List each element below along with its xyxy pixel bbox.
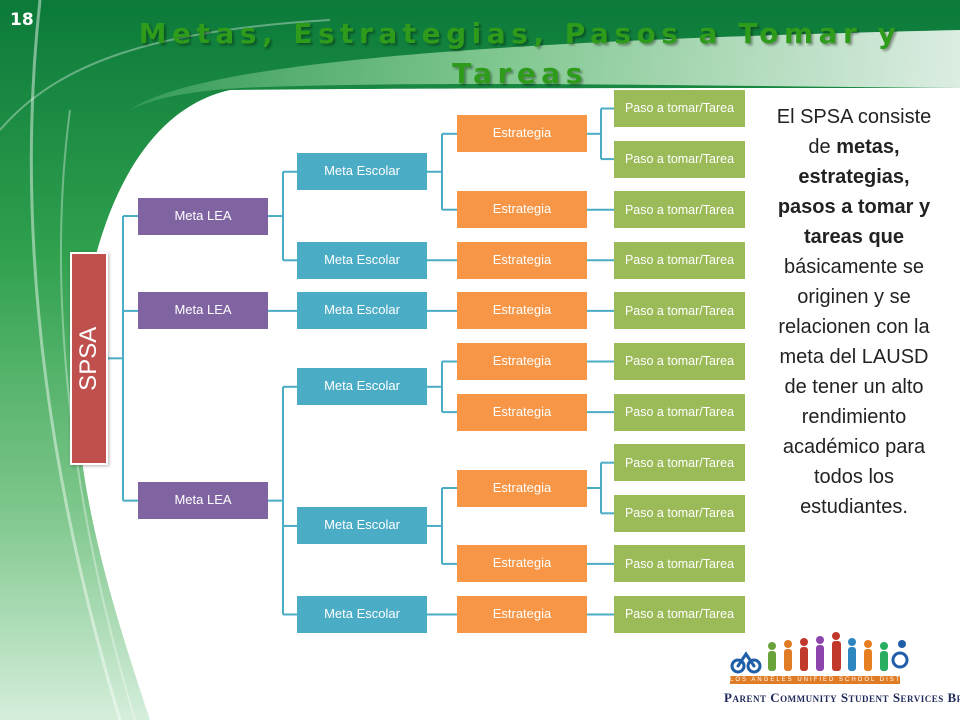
branch-name: Parent Community Student Services Branch — [724, 690, 960, 705]
paso-tarea-node: Paso a tomar/Tarea — [614, 494, 745, 532]
slide-title: Metas, Estrategias, Pasos a Tomar y Tare… — [138, 17, 902, 90]
paso-tarea-node: Paso a tomar/Tarea — [614, 343, 745, 380]
meta-escolar-node: Meta Escolar — [297, 153, 427, 191]
estrategia-node: Estrategia — [457, 292, 587, 330]
district-name: LOS ANGELES UNIFIED SCHOOL DISTRICT — [730, 676, 900, 684]
estrategia-node: Estrategia — [457, 191, 587, 229]
estrategia-node: Estrategia — [457, 115, 587, 153]
paso-tarea-node: Paso a tomar/Tarea — [614, 596, 745, 633]
paso-tarea-node: Paso a tomar/Tarea — [614, 90, 745, 127]
paso-tarea-node: Paso a tomar/Tarea — [614, 393, 745, 431]
estrategia-node: Estrategia — [457, 343, 587, 380]
students-silhouette-icon — [730, 632, 909, 674]
meta-escolar-node: Meta Escolar — [297, 241, 427, 279]
paso-tarea-node: Paso a tomar/Tarea — [614, 444, 745, 482]
description-run: metas, estrategias, pasos a tomar y tare… — [777, 136, 931, 248]
estrategia-node: Estrategia — [457, 241, 587, 279]
paso-tarea-node: Paso a tomar/Tarea — [614, 292, 745, 330]
estrategia-node: Estrategia — [457, 545, 587, 583]
paso-tarea-node: Paso a tomar/Tarea — [614, 191, 745, 229]
paso-tarea-node: Paso a tomar/Tarea — [614, 140, 745, 178]
meta-escolar-node: Meta Escolar — [297, 507, 427, 545]
meta-escolar-node: Meta Escolar — [297, 368, 427, 406]
description-run: El SPSA consiste de — [776, 106, 932, 158]
estrategia-node: Estrategia — [457, 596, 587, 633]
root-label: SPSA — [75, 326, 103, 391]
estrategia-node: Estrategia — [457, 393, 587, 431]
meta-lea-node: Meta LEA — [138, 292, 268, 330]
slide-number: 18 — [10, 10, 34, 30]
meta-lea-node: Meta LEA — [138, 197, 268, 235]
meta-escolar-node: Meta Escolar — [297, 292, 427, 330]
description-run: básicamente se originen y se relacionen … — [778, 256, 930, 518]
meta-lea-node: Meta LEA — [138, 482, 268, 520]
meta-escolar-node: Meta Escolar — [297, 596, 427, 633]
paso-tarea-node: Paso a tomar/Tarea — [614, 241, 745, 279]
paso-tarea-node: Paso a tomar/Tarea — [614, 545, 745, 583]
description-text: El SPSA consiste de metas, estrategias, … — [768, 102, 940, 522]
estrategia-node: Estrategia — [457, 469, 587, 507]
root-node: SPSA — [70, 252, 108, 465]
lausd-logo: LOS ANGELES UNIFIED SCHOOL DISTRICT Pare… — [724, 630, 960, 710]
